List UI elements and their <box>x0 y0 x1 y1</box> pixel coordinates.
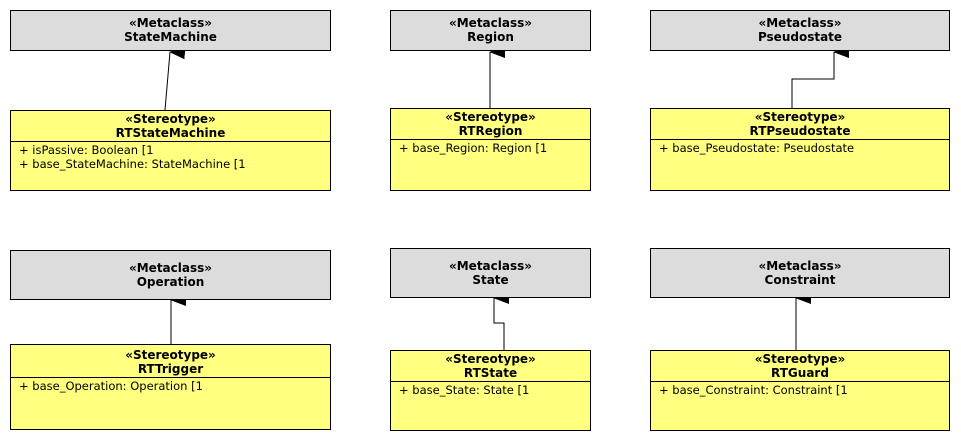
metaclass-statemachine[interactable]: «Metaclass» StateMachine <box>10 10 331 51</box>
stereotype-keyword: «Stereotype» <box>125 112 216 126</box>
stereotype-rtpseudostate[interactable]: «Stereotype» RTPseudostate + base_Pseudo… <box>650 108 950 191</box>
extension-arrow-state <box>493 292 509 350</box>
extension-arrow-statemachine <box>164 47 186 111</box>
attribute-compartment: + base_Operation: Operation [1 <box>11 378 330 394</box>
attribute: + base_Constraint: Constraint [1 <box>659 383 848 397</box>
metaclass-name: Pseudostate <box>757 30 843 44</box>
metaclass-constraint[interactable]: «Metaclass» Constraint <box>650 248 950 298</box>
attribute: + base_State: State [1 <box>399 383 530 397</box>
metaclass-name: Constraint <box>764 273 836 287</box>
stereotype-rtguard[interactable]: «Stereotype» RTGuard + base_Constraint: … <box>650 350 950 431</box>
metaclass-keyword: «Metaclass» <box>448 259 533 273</box>
stereotype-keyword: «Stereotype» <box>754 352 846 366</box>
attribute: + base_Pseudostate: Pseudostate <box>659 141 855 155</box>
stereotype-name: RTRegion <box>458 124 523 138</box>
stereotype-rtstatemachine[interactable]: «Stereotype» RTStateMachine + isPassive:… <box>10 110 331 191</box>
metaclass-keyword: «Metaclass» <box>758 259 842 273</box>
metaclass-pseudostate[interactable]: «Metaclass» Pseudostate <box>650 10 950 51</box>
stereotype-name: RTGuard <box>771 366 829 380</box>
stereotype-name: RTTrigger <box>137 362 204 376</box>
stereotype-keyword: «Stereotype» <box>125 348 216 362</box>
attribute-compartment: + base_Pseudostate: Pseudostate <box>651 140 949 156</box>
metaclass-operation[interactable]: «Metaclass» Operation <box>10 250 331 300</box>
metaclass-state[interactable]: «Metaclass» State <box>390 248 591 298</box>
stereotype-rtregion[interactable]: «Stereotype» RTRegion + base_Region: Reg… <box>390 108 591 191</box>
attribute-compartment: + isPassive: Boolean [1 + base_StateMach… <box>11 142 330 172</box>
stereotype-keyword: «Stereotype» <box>445 352 536 366</box>
stereotype-name: RTState <box>463 366 518 380</box>
metaclass-keyword: «Metaclass» <box>448 16 533 30</box>
extension-arrow-pseudostate <box>791 46 849 108</box>
stereotype-name: RTPseudostate <box>749 124 851 138</box>
stereotype-keyword: «Stereotype» <box>754 110 846 124</box>
attribute: + base_Region: Region [1 <box>399 141 548 155</box>
stereotype-name: RTStateMachine <box>115 126 226 140</box>
attribute-compartment: + base_State: State [1 <box>391 382 590 398</box>
stereotype-keyword: «Stereotype» <box>445 110 536 124</box>
attribute: + isPassive: Boolean [1 <box>19 143 154 157</box>
metaclass-name: StateMachine <box>124 30 217 44</box>
attribute-compartment: + base_Constraint: Constraint [1 <box>651 382 949 398</box>
attribute: + base_StateMachine: StateMachine [1 <box>19 157 246 171</box>
metaclass-keyword: «Metaclass» <box>758 16 842 30</box>
metaclass-region[interactable]: «Metaclass» Region <box>390 10 591 51</box>
metaclass-keyword: «Metaclass» <box>128 16 213 30</box>
metaclass-name: Operation <box>136 275 205 289</box>
stereotype-rttrigger[interactable]: «Stereotype» RTTrigger + base_Operation:… <box>10 344 331 430</box>
metaclass-keyword: «Metaclass» <box>128 261 213 275</box>
attribute: + base_Operation: Operation [1 <box>19 379 203 393</box>
stereotype-rtstate[interactable]: «Stereotype» RTState + base_State: State… <box>390 350 591 431</box>
attribute-compartment: + base_Region: Region [1 <box>391 140 590 156</box>
metaclass-name: State <box>472 273 509 287</box>
metaclass-name: Region <box>467 30 514 44</box>
